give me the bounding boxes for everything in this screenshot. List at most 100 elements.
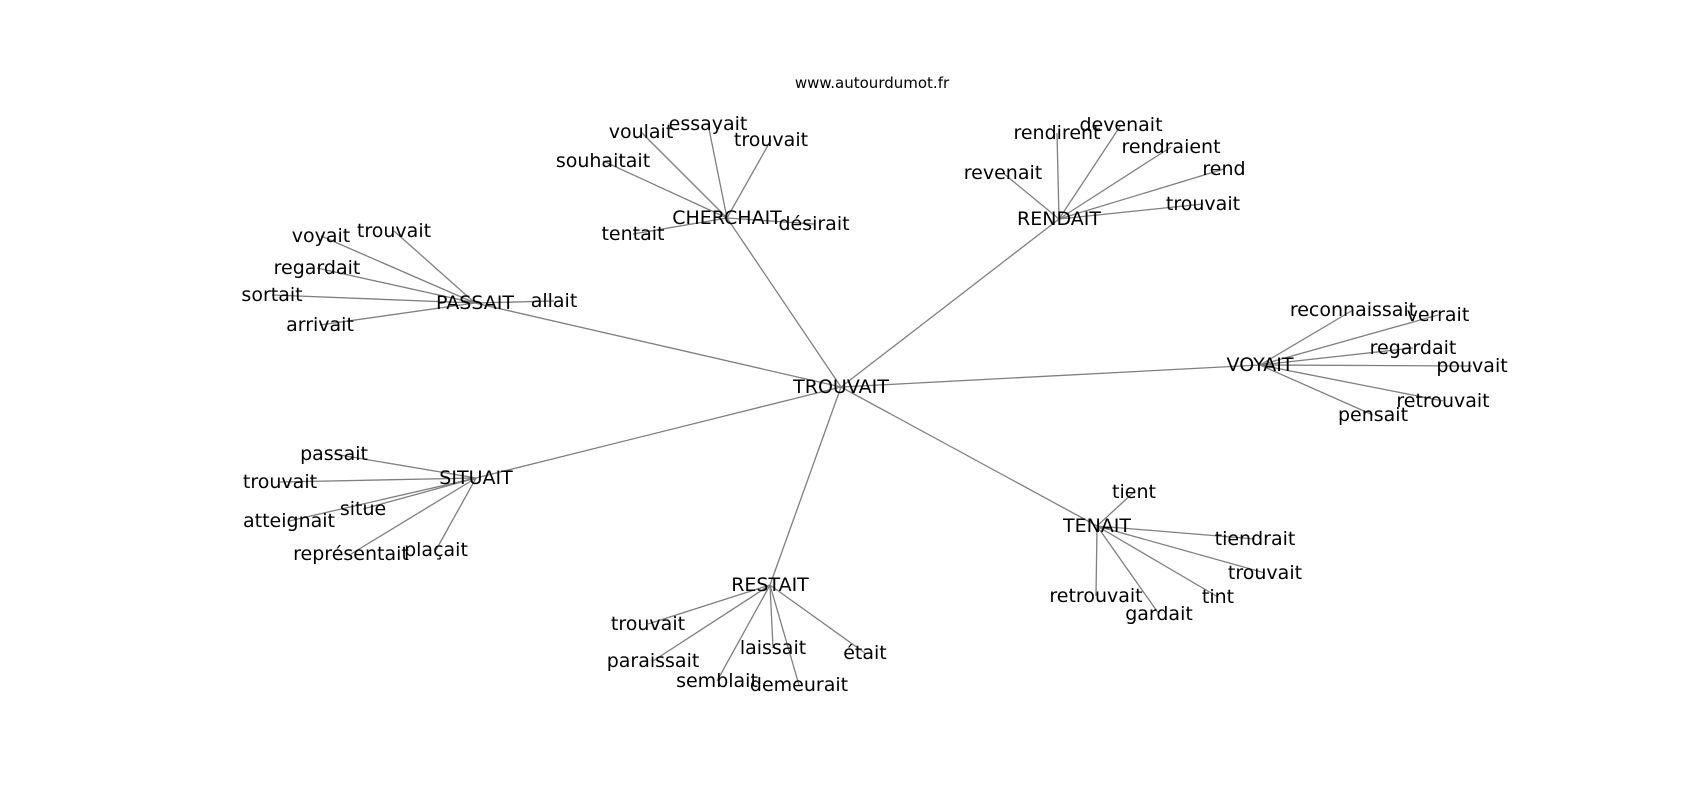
edge-restait-leaf — [769, 584, 774, 649]
leaf-node-label: pensait — [1338, 404, 1408, 426]
edge-voyait-leaf — [1259, 364, 1374, 416]
edge-tenait-leaf — [1096, 525, 1160, 615]
edge-root-to-passait — [474, 302, 842, 388]
leaf-node-label: trouvait — [243, 471, 317, 493]
leaf-node-label: voulait — [609, 121, 674, 143]
edge-tenait-leaf — [1096, 525, 1219, 598]
edge-passait-leaf — [271, 294, 476, 304]
leaf-node-label: voyait — [292, 225, 350, 247]
edge-tenait-leaf — [1096, 525, 1266, 574]
edge-cherchait-leaf — [640, 131, 728, 219]
labels-layer: TROUVAIT PASSAIT voyait trouvait regardait so… — [241, 113, 1507, 696]
leaf-node-label: verrait — [1407, 304, 1470, 326]
leaf-node-label: trouvait — [357, 220, 431, 242]
hub-node-label: PASSAIT — [436, 292, 514, 314]
edge-situait-leaf — [362, 477, 477, 510]
edge-cherchait-leaf — [726, 139, 772, 219]
leaf-node-label: atteignait — [243, 510, 335, 532]
leaf-node-label: semblait — [676, 670, 758, 692]
edge-rendait-leaf — [1002, 172, 1060, 220]
edge-voyait-leaf — [1259, 314, 1439, 366]
edge-restait-leaf — [652, 584, 771, 662]
leaf-node-label: tient — [1112, 481, 1156, 503]
leaf-node-label: situe — [340, 498, 386, 520]
edge-root-to-restait — [769, 386, 842, 586]
leaf-node-label: arrivait — [286, 314, 354, 336]
edge-rendait-leaf — [1056, 132, 1060, 220]
leaf-node-label: regardait — [274, 257, 361, 279]
edge-restait-leaf — [716, 584, 771, 682]
edge-passait-leaf — [316, 267, 476, 304]
leaf-node-label: rend — [1202, 158, 1245, 180]
edge-voyait-leaf — [1259, 347, 1414, 366]
leaf-node-label: trouvait — [734, 129, 808, 151]
edge-rendait-leaf — [1058, 146, 1172, 220]
edge-cherchait-leaf — [726, 217, 815, 225]
hub-node-label: SITUAIT — [439, 467, 513, 489]
edge-passait-leaf — [319, 302, 476, 326]
leaf-node-label: passait — [300, 443, 368, 465]
edge-situait-leaf — [333, 453, 477, 479]
edge-voyait-leaf — [1259, 309, 1354, 366]
edge-restait-leaf — [769, 584, 800, 686]
hub-node-label: VOYAIT — [1227, 354, 1294, 376]
leaf-node-label: sortait — [241, 284, 302, 306]
edge-root-to-rendait — [840, 218, 1060, 388]
edge-voyait-leaf — [1259, 364, 1473, 367]
edge-cherchait-leaf — [602, 160, 728, 219]
hub-node-label: RESTAIT — [731, 574, 809, 596]
leaf-node-label: désirait — [778, 213, 849, 235]
edge-situait-leaf — [350, 477, 477, 555]
leaf-node-label: regardait — [1370, 337, 1457, 359]
leaf-node-label: plaçait — [404, 539, 468, 561]
edge-situait-leaf — [279, 477, 477, 483]
leaf-node-label: retrouvait — [1396, 390, 1489, 412]
leaf-node-label: allait — [531, 290, 578, 312]
leaf-node-label: trouvait — [611, 613, 685, 635]
hub-node-label: CHERCHAIT — [672, 207, 782, 229]
edge-tenait-leaf — [1096, 525, 1256, 540]
edge-passait-leaf — [320, 235, 476, 304]
leaf-node-label: rendirent — [1013, 122, 1100, 144]
edge-passait-leaf — [474, 300, 555, 304]
leaf-node-label: trouvait — [1228, 562, 1302, 584]
edge-passait-leaf — [393, 230, 476, 304]
edge-tenait-leaf — [1096, 491, 1135, 527]
leaf-node-label: trouvait — [1166, 193, 1240, 215]
edge-cherchait-leaf — [707, 123, 728, 219]
site-caption: www.autourdumot.fr — [795, 74, 950, 92]
edge-tenait-leaf — [1095, 525, 1098, 597]
edge-restait-leaf — [647, 584, 771, 625]
edge-rendait-leaf — [1058, 168, 1225, 220]
leaf-node-label: retrouvait — [1049, 585, 1142, 607]
leaf-node-label: pouvait — [1436, 355, 1507, 377]
hub-node-label: TENAIT — [1062, 515, 1131, 537]
edge-root-to-situait — [475, 386, 842, 479]
edge-restait-leaf — [769, 584, 866, 654]
leaf-node-label: revenait — [964, 162, 1042, 184]
edge-root-to-voyait — [840, 364, 1261, 388]
edge-situait-leaf — [435, 477, 477, 551]
root-node-label: TROUVAIT — [792, 376, 889, 398]
leaf-node-label: tint — [1202, 586, 1234, 608]
edge-rendait-leaf — [1058, 124, 1122, 220]
leaf-node-label: rendraient — [1121, 136, 1220, 158]
leaf-node-label: gardait — [1125, 603, 1193, 625]
leaf-node-label: souhaitait — [556, 150, 650, 172]
leaf-node-label: devenait — [1079, 114, 1162, 136]
leaf-node-label: paraissait — [607, 650, 700, 672]
edge-root-to-tenait — [840, 386, 1098, 527]
leaf-node-label: tentait — [601, 223, 664, 245]
edge-cherchait-leaf — [632, 217, 728, 235]
hub-node-label: RENDAIT — [1017, 208, 1101, 230]
edge-voyait-leaf — [1259, 364, 1444, 402]
leaf-node-label: laissait — [740, 637, 806, 659]
edge-root-to-cherchait — [726, 217, 842, 388]
leaf-node-label: représentait — [293, 543, 409, 565]
leaf-node-label: tiendrait — [1215, 528, 1296, 550]
leaf-node-label: essayait — [669, 113, 748, 135]
leaf-node-label: était — [843, 642, 887, 664]
edge-situait-leaf — [288, 477, 477, 522]
edges-layer — [271, 123, 1473, 686]
